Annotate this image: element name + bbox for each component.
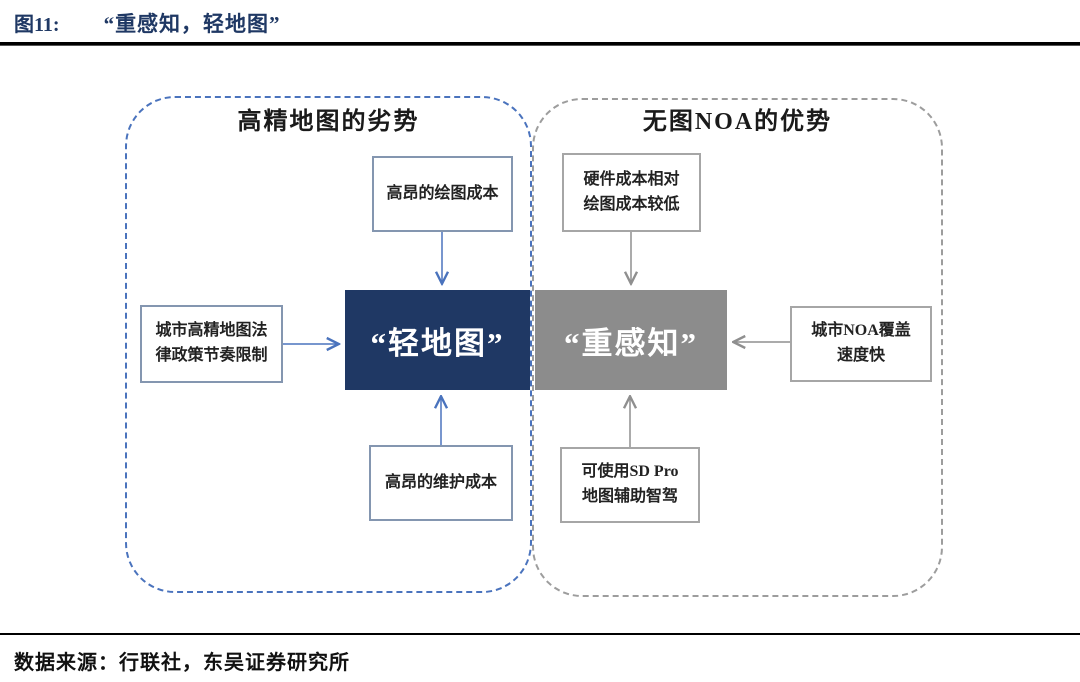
center-box-light-map: “轻地图” [345,290,530,390]
center-box-heavy-perception: “重感知” [535,290,727,390]
box-mapping-cost: 高昂的绘图成本 [372,156,513,232]
box-sdpro-assist: 可使用SD Pro地图辅助智驾 [560,447,700,523]
box-policy-limit: 城市高精地图法律政策节奏限制 [140,305,283,383]
box-hardware-cost: 硬件成本相对绘图成本较低 [562,153,701,232]
group-mapless-noa-advantages [532,98,943,597]
box-maintenance-cost: 高昂的维护成本 [369,445,513,521]
group-title-left: 高精地图的劣势 [237,109,420,135]
footer-divider [0,633,1080,635]
header-divider [0,42,1080,46]
data-source: 数据来源：行联社，东吴证券研究所 [14,652,350,674]
figure-number: 图11: [14,14,60,36]
figure-title: “重感知，轻地图” [103,12,281,36]
box-noa-coverage: 城市NOA覆盖速度快 [790,306,932,382]
figure-header: 图11: “重感知，轻地图” [14,8,281,38]
group-title-right: 无图NOA的优势 [642,109,833,135]
group-hd-map-disadvantages [125,96,532,593]
